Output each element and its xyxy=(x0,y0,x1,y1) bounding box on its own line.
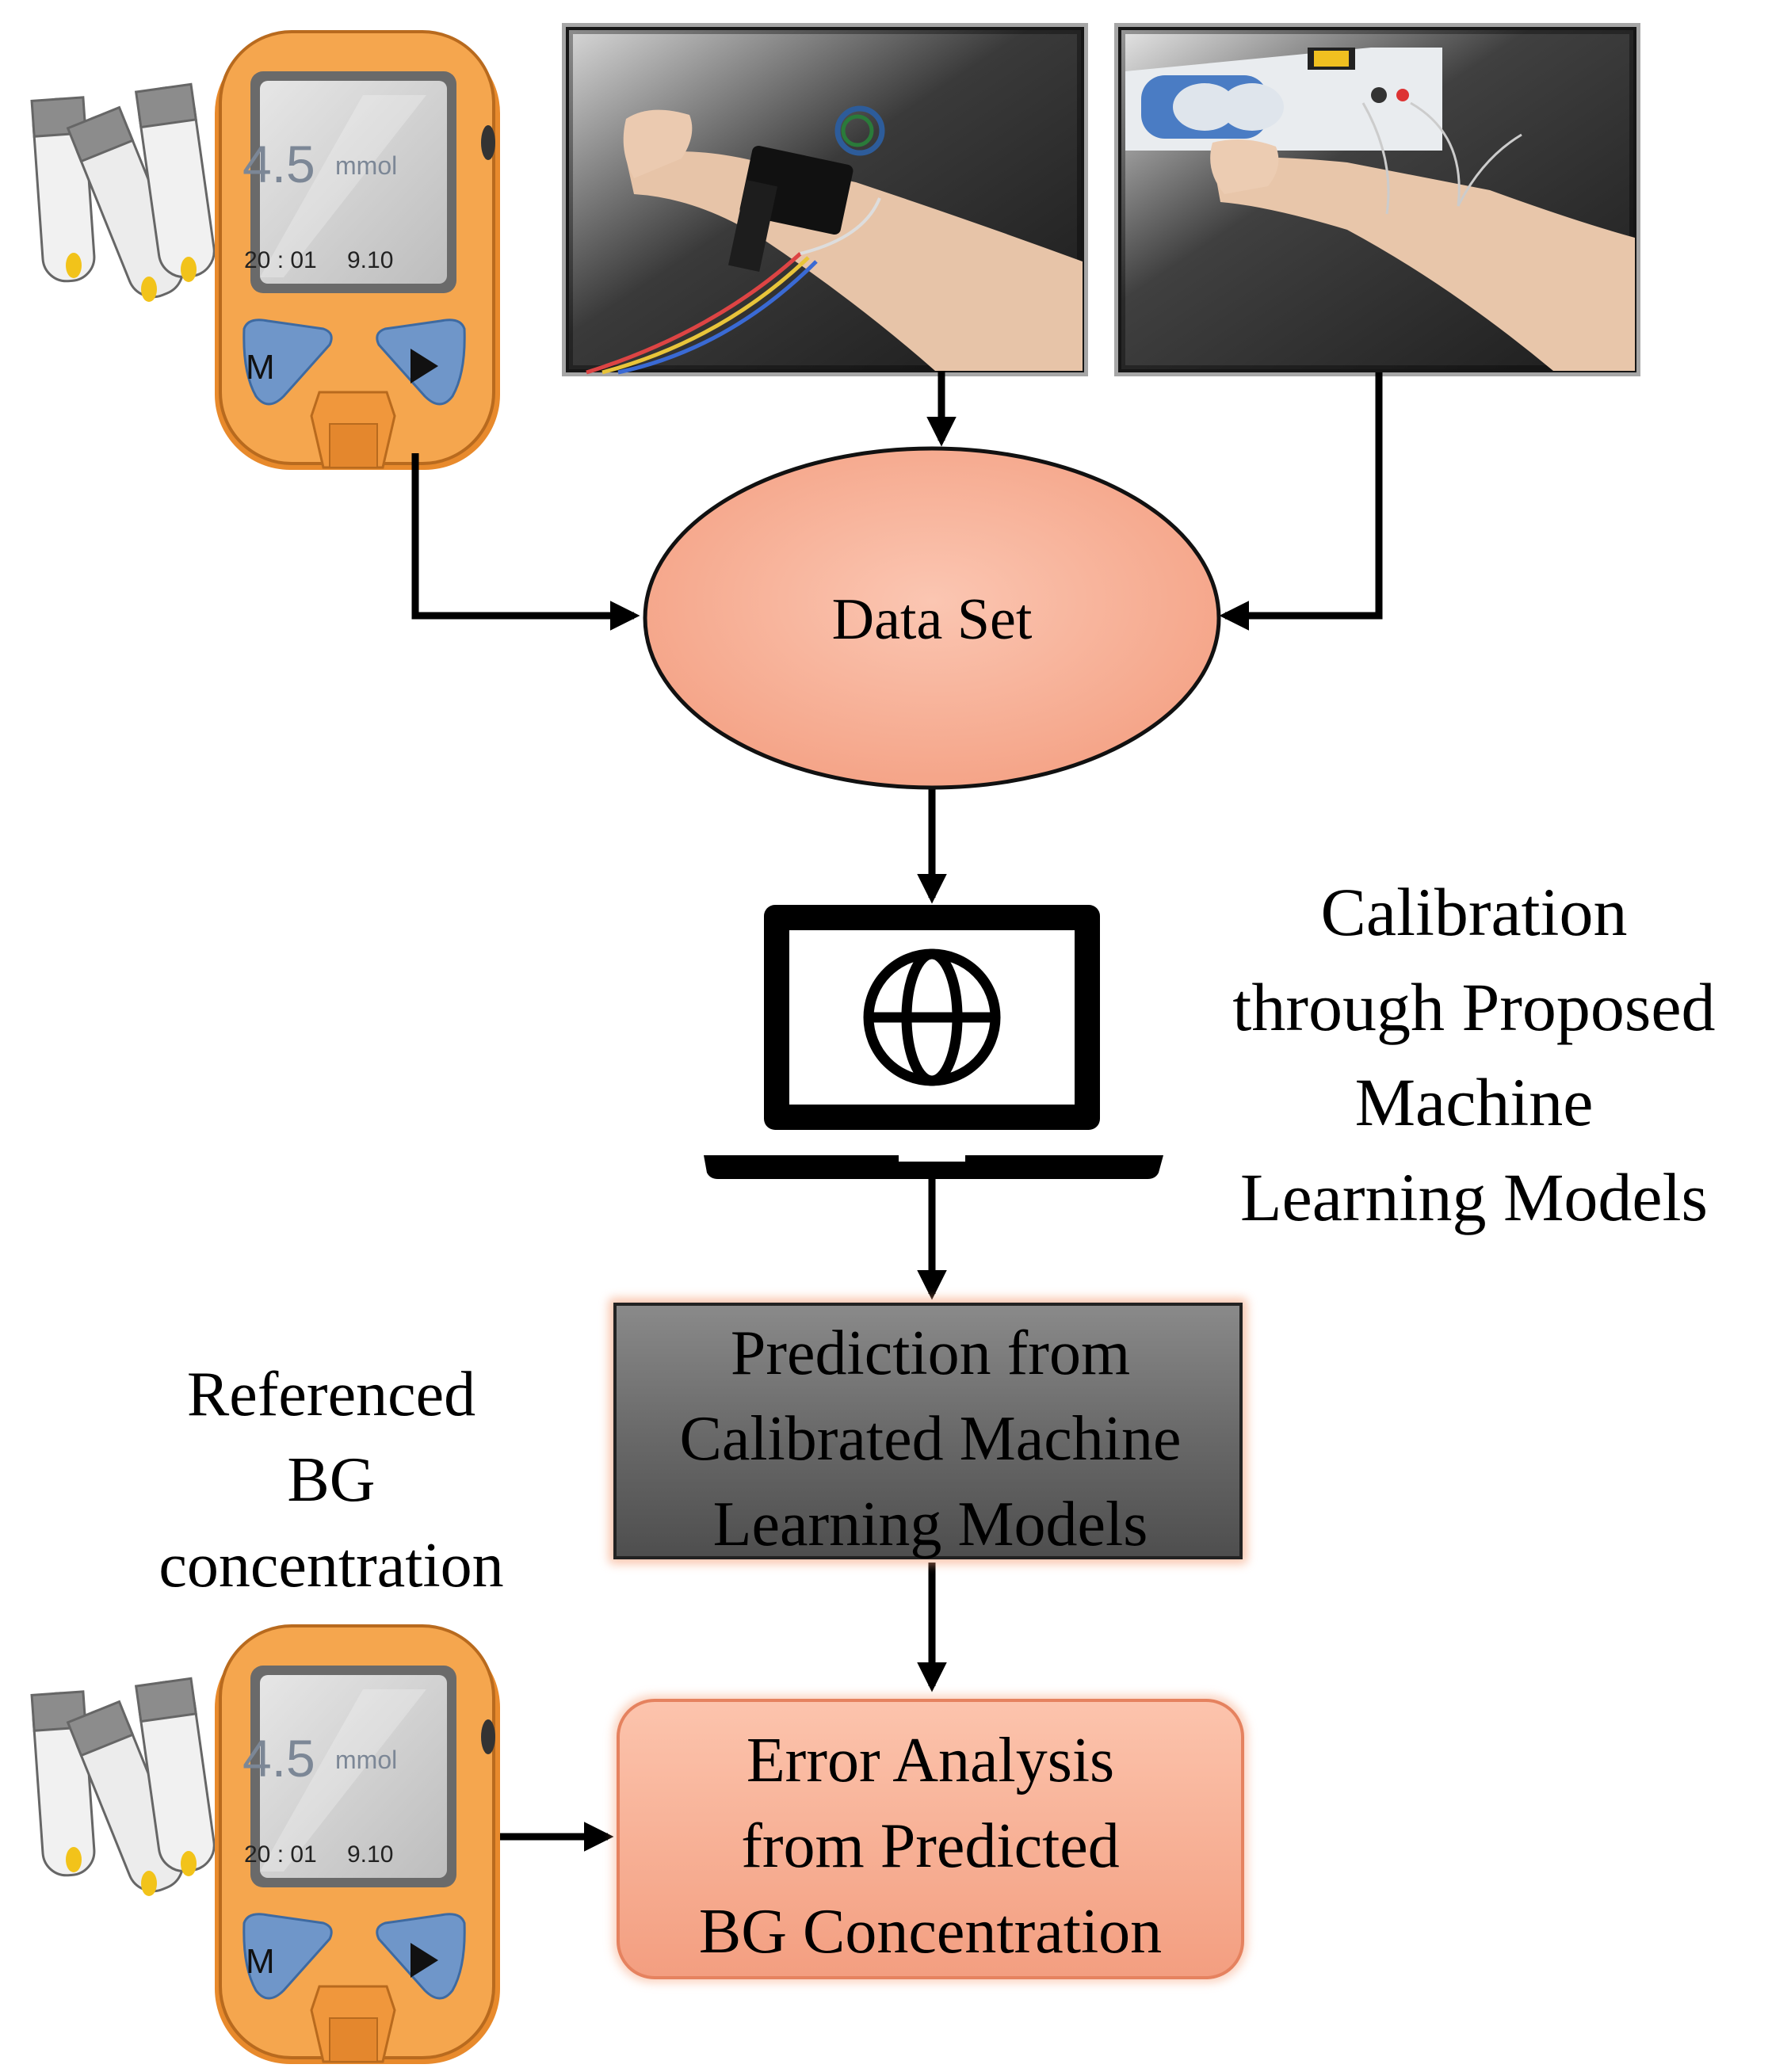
prediction-line-2: Calibrated Machine xyxy=(679,1404,1181,1474)
arrow-meter-to-dataset xyxy=(411,453,640,631)
arrows xyxy=(411,371,1383,1852)
error-line-1: Error Analysis xyxy=(747,1726,1114,1795)
calibration-line-1: Calibration xyxy=(1321,874,1628,950)
meter-reading: 4.5 xyxy=(242,135,315,193)
meter-time: 20 : 01 xyxy=(244,247,317,273)
photo-reference-device xyxy=(1114,23,1640,376)
prediction-line-3: Learning Models xyxy=(713,1490,1148,1559)
meter-unit: mmol xyxy=(335,151,397,180)
calibration-line-3: Machine xyxy=(1355,1064,1594,1140)
dataset-node: Data Set xyxy=(643,446,1221,790)
laptop-icon xyxy=(704,905,1163,1179)
meter-unit: mmol xyxy=(335,1746,397,1774)
meter-date: 9.10 xyxy=(347,247,393,273)
reference-line-2: BG xyxy=(287,1445,375,1515)
calibration-line-4: Learning Models xyxy=(1240,1159,1708,1235)
meter-button-m: M xyxy=(246,1942,275,1981)
dataset-label: Data Set xyxy=(832,587,1033,652)
meter-reading: 4.5 xyxy=(242,1729,315,1788)
error-line-2: from Predicted xyxy=(741,1811,1120,1881)
photo-wrist-sensor xyxy=(562,23,1088,376)
meter-date: 9.10 xyxy=(347,1841,393,1868)
calibration-line-2: through Proposed xyxy=(1232,969,1715,1045)
glucose-meter-top: 4.5 mmol 20 : 01 9.10 M xyxy=(30,30,502,471)
meter-button-m: M xyxy=(246,348,275,387)
glucose-meter-bottom: 4.5 mmol 20 : 01 9.10 M xyxy=(30,1624,502,2066)
error-analysis-node: Error Analysis from Predicted BG Concent… xyxy=(613,1696,1247,1982)
reference-line-3: concentration xyxy=(158,1531,503,1601)
globe-icon xyxy=(863,948,1001,1086)
meter-time: 20 : 01 xyxy=(244,1841,317,1868)
error-line-3: BG Concentration xyxy=(699,1897,1162,1967)
calibration-caption: Calibration through Proposed Machine Lea… xyxy=(1232,874,1715,1235)
reference-line-1: Referenced xyxy=(187,1360,475,1429)
arrow-photo2-to-dataset xyxy=(1219,372,1383,631)
prediction-node: Prediction from Calibrated Machine Learn… xyxy=(609,1298,1247,1564)
reference-caption: Referenced BG concentration xyxy=(158,1360,503,1601)
prediction-line-1: Prediction from xyxy=(731,1318,1130,1388)
